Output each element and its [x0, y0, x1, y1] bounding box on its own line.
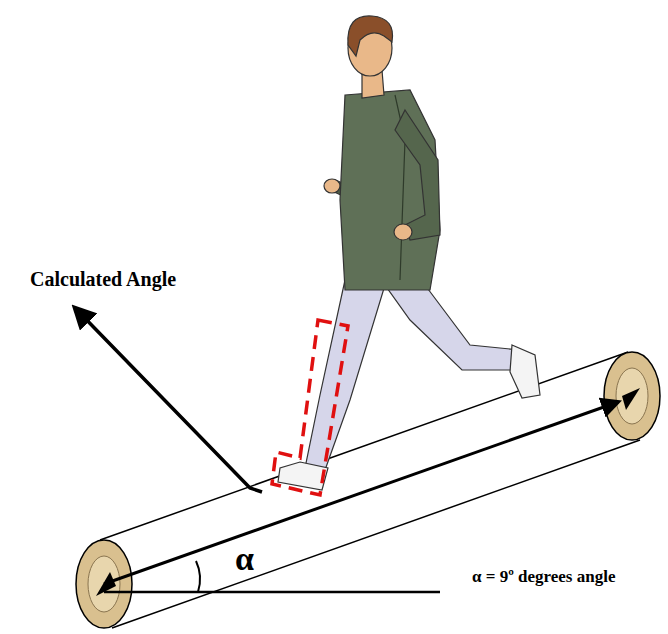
dashed-outline — [272, 320, 348, 495]
pointer-arrow — [75, 308, 262, 492]
angle-symbol: α — [235, 540, 254, 577]
runner — [278, 16, 540, 490]
angle-caption: Calculated Angle — [30, 268, 176, 290]
treadmill — [76, 352, 660, 628]
angle-value: α = 9º degrees angle — [472, 568, 615, 587]
